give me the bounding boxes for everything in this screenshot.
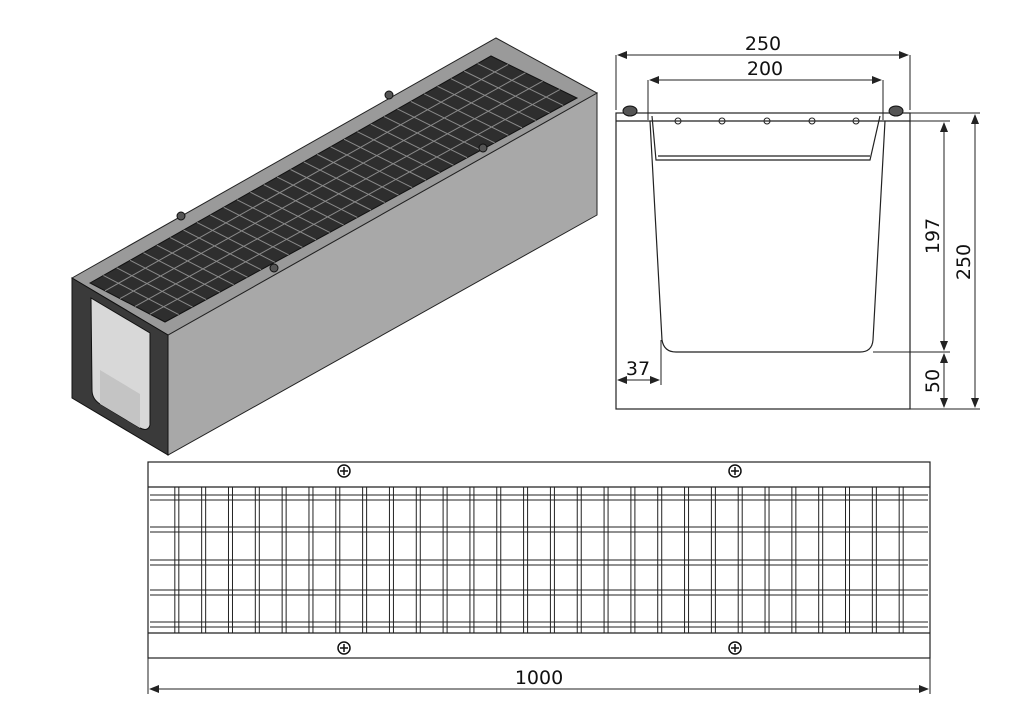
- grating-bar: [104, 63, 509, 292]
- grating-bar: [134, 80, 543, 307]
- dim-wall-thickness: 37: [626, 358, 650, 380]
- grating-bar: [330, 146, 413, 189]
- grating-bar: [317, 153, 399, 196]
- bolt-icon: [478, 143, 488, 153]
- grating-bar: [116, 267, 193, 308]
- grating-bar: [119, 72, 526, 300]
- dim-inner-width: 200: [747, 58, 783, 80]
- grating-bar: [129, 259, 207, 301]
- grating-bar: [397, 108, 482, 151]
- grating-bar: [250, 191, 331, 233]
- bolt-icon: [728, 641, 742, 655]
- isometric-view: [71, 37, 599, 456]
- dim-overall-width: 250: [745, 33, 781, 55]
- plan-grating-grid: [150, 487, 928, 633]
- bolt-icon: [337, 464, 351, 478]
- bolt-icon: [622, 105, 638, 117]
- grating-bar: [343, 138, 427, 181]
- bolt-icon: [337, 641, 351, 655]
- grating-bar: [303, 161, 385, 203]
- grating-bar: [477, 63, 564, 106]
- grating-bar: [183, 229, 262, 271]
- dim-overall-height: 250: [953, 244, 975, 280]
- grating-bar: [149, 89, 561, 315]
- grating-bar: [357, 131, 440, 174]
- section-grate-frame: [651, 115, 881, 161]
- grating-bar: [210, 214, 289, 256]
- cross-section-view: 250 200 197 250 50 37: [615, 33, 980, 410]
- bolt-icon: [384, 90, 394, 100]
- plan-view: 1000: [147, 461, 931, 694]
- section-inner-cavity: [649, 120, 886, 353]
- grating-bar: [464, 70, 550, 114]
- dim-length: 1000: [515, 667, 563, 689]
- dim-base-thickness: 50: [922, 369, 944, 393]
- grating-bar: [263, 184, 344, 226]
- dim-inner-depth: 197: [922, 218, 944, 254]
- grating-bar: [236, 199, 317, 241]
- grating-bar: [437, 85, 523, 129]
- grating-bar: [156, 244, 234, 286]
- grating-bar: [370, 123, 454, 166]
- bolt-icon: [269, 263, 279, 273]
- grating-bar: [410, 100, 495, 144]
- grating-bar: [290, 169, 372, 211]
- grating-bar: [450, 78, 537, 121]
- grating-bar: [143, 252, 221, 293]
- section-outline: [615, 112, 911, 410]
- grating-bar: [383, 116, 468, 159]
- bolt-icon: [728, 464, 742, 478]
- section-grate-holes: [674, 117, 860, 125]
- grating-bars: [103, 63, 564, 315]
- grating-bar: [196, 222, 276, 263]
- plan-outline: [147, 461, 931, 659]
- grating-bar: [276, 176, 358, 218]
- grating-bar: [103, 274, 179, 315]
- grating-bar: [223, 206, 303, 248]
- bolt-icon: [176, 211, 186, 221]
- grating-bar: [169, 237, 248, 278]
- grating-bar: [423, 93, 509, 136]
- channel-inner-floor: [100, 370, 140, 428]
- bolt-icon: [888, 105, 904, 117]
